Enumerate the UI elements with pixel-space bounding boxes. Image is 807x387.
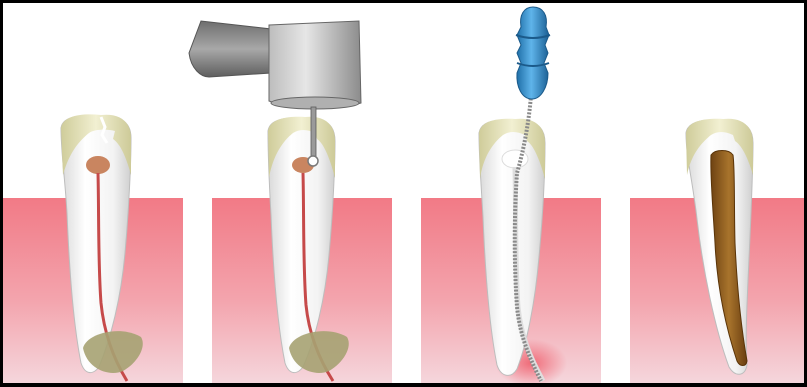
panel-1-infected-tooth <box>3 114 183 383</box>
diagram-canvas <box>3 3 804 383</box>
drill-bit <box>311 107 316 157</box>
drill-neck <box>189 21 271 77</box>
root-canal-diagram <box>3 3 804 383</box>
file-handle <box>517 7 549 99</box>
drill-head <box>269 21 361 107</box>
panel-4-filled <box>630 119 804 383</box>
infected-pulp-chamber <box>86 156 110 174</box>
panel-2-drilling <box>189 21 392 383</box>
panel-3-cleaning <box>421 7 601 383</box>
drill-bit-tip <box>308 156 318 166</box>
